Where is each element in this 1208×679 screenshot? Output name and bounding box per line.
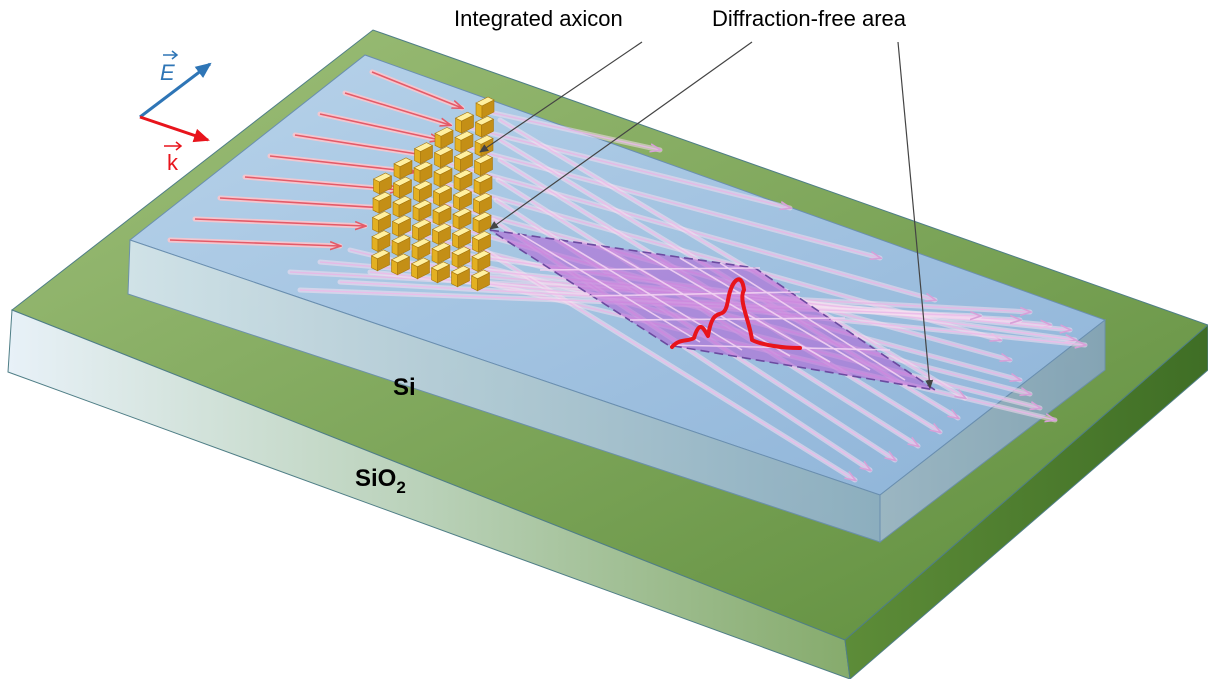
refracted-beam xyxy=(479,109,660,150)
meta-atom-cube xyxy=(454,111,475,134)
oxide-front-face xyxy=(7,309,851,679)
incoming-beam xyxy=(194,218,365,226)
meta-atom-cube xyxy=(452,207,472,230)
focus-grid-line xyxy=(539,267,761,271)
refracted-beam xyxy=(449,163,935,300)
meta-atom-cube xyxy=(434,127,454,149)
meta-atom-cube xyxy=(372,191,392,214)
e-field-arrow xyxy=(139,62,212,119)
meta-atom-cube xyxy=(431,242,451,265)
meta-atom-cube xyxy=(451,246,471,269)
meta-atom-cube xyxy=(433,146,454,169)
meta-atom-cube xyxy=(372,172,393,195)
meta-atom-cube xyxy=(451,227,472,249)
meta-atom-cube xyxy=(474,115,495,138)
focus-grid-line xyxy=(629,317,846,321)
bessel-intensity-curve xyxy=(670,277,802,350)
meta-atom-cube xyxy=(473,173,493,196)
meta-atom-cube xyxy=(391,215,412,237)
meta-atom-cube xyxy=(471,250,491,273)
diffraction-free-region xyxy=(489,229,936,391)
refracted-beam xyxy=(459,145,880,258)
k-vector-arrow xyxy=(139,115,210,143)
meta-atom-cube xyxy=(430,261,451,284)
silicon-side-face xyxy=(879,318,1106,544)
silicon-label: Si xyxy=(393,374,416,401)
incoming-beam xyxy=(344,92,450,125)
k-vector-overarrow xyxy=(164,141,183,151)
meta-atom-cube xyxy=(432,184,453,207)
meta-atom-cube xyxy=(453,150,474,173)
focus-grid-line xyxy=(639,251,831,363)
meta-atom-cube xyxy=(410,257,431,280)
oxide-label-base: SiO xyxy=(355,465,396,492)
incoming-beam xyxy=(219,197,385,208)
refracted-beam xyxy=(469,127,790,208)
meta-atom-cube xyxy=(390,253,411,276)
meta-atom-cube xyxy=(453,169,473,192)
focus-grid-line xyxy=(599,245,791,357)
e-field-label: E xyxy=(160,60,175,85)
incoming-beam xyxy=(169,239,340,246)
meta-atom-cube xyxy=(475,96,495,119)
incoming-beam xyxy=(269,155,415,172)
annotation-leaders xyxy=(479,41,934,389)
meta-atom-cube xyxy=(431,223,452,245)
meta-atom-cube xyxy=(370,249,391,272)
meta-atom-cube xyxy=(391,234,411,257)
integrated-axicon xyxy=(370,96,495,292)
meta-atom-cube xyxy=(393,157,413,180)
meta-atom-cube xyxy=(472,211,492,234)
focus-grid-line xyxy=(589,291,801,297)
meta-atom-cube xyxy=(411,238,431,261)
meta-atom-cube xyxy=(411,219,432,241)
meta-atom-cube xyxy=(471,231,492,253)
focus-grid-lines xyxy=(519,233,906,381)
meta-atom-cube xyxy=(433,165,453,188)
focus-grid-line xyxy=(719,262,906,381)
focus-grid-line xyxy=(519,233,701,343)
meta-atom-cube xyxy=(452,188,473,211)
meta-atom-cube xyxy=(392,176,413,199)
meta-atom-cube xyxy=(413,161,433,184)
meta-atom-cube xyxy=(470,269,491,292)
meta-atom-cube xyxy=(432,203,452,226)
e-field-overarrow xyxy=(163,50,179,60)
focus-grid-line xyxy=(679,257,871,371)
incoming-beam xyxy=(319,113,440,140)
focus-start-leader-line xyxy=(489,41,753,230)
oxide-label-subscript: 2 xyxy=(396,478,405,497)
meta-atom-cube xyxy=(371,230,391,253)
axicon-leader-line xyxy=(479,41,643,153)
oxide-label: SiO2 xyxy=(355,465,406,497)
incoming-beam xyxy=(294,134,430,156)
meta-atom-cube xyxy=(450,265,471,288)
focus-end-leader-line xyxy=(897,41,934,389)
meta-atom-cube xyxy=(413,142,434,165)
oxide-side-face xyxy=(844,324,1208,679)
diffraction-free-label: Diffraction-free area xyxy=(712,6,907,31)
axicon-label: Integrated axicon xyxy=(454,6,623,31)
meta-atom-cube xyxy=(392,195,412,218)
incoming-beam xyxy=(371,71,462,108)
meta-atom-cube xyxy=(412,199,432,222)
meta-atom-cube xyxy=(472,192,493,215)
meta-atom-cube xyxy=(473,154,494,177)
meta-atom-cube xyxy=(412,180,433,203)
meta-atom-cube xyxy=(371,211,392,233)
meta-atom-cube xyxy=(454,131,474,153)
k-vector-label: k xyxy=(167,150,179,175)
vector-legend: E k xyxy=(139,50,212,175)
